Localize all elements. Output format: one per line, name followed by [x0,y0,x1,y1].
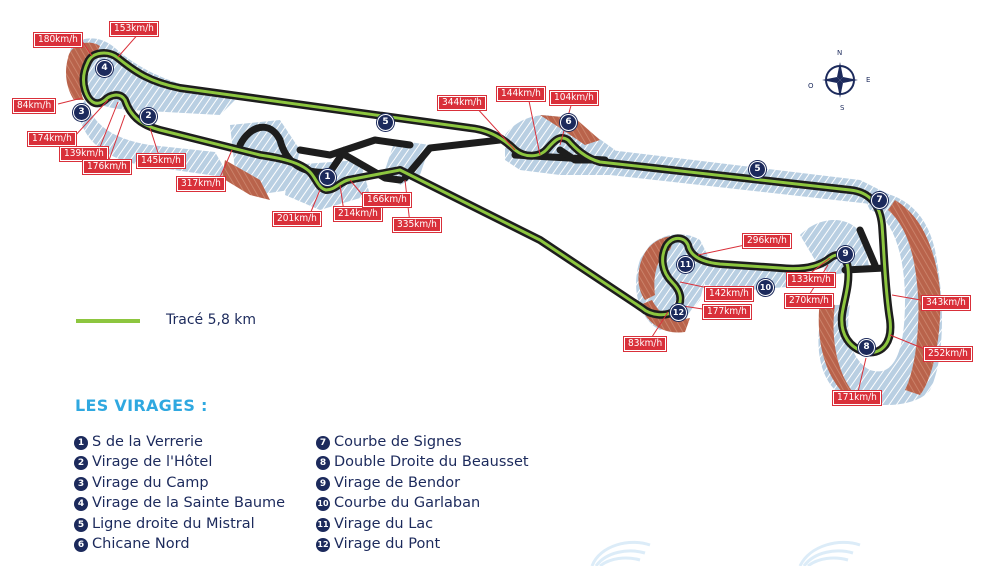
turn-marker-9: 9 [837,246,854,263]
turn-name: Virage du Camp [92,474,209,491]
turn-number-badge: 3 [74,476,88,491]
speed-label: 174km/h [28,132,76,146]
turn-marker-2: 2 [140,108,157,125]
speed-label: 344km/h [438,96,486,110]
turn-number-badge: 8 [316,456,330,471]
legend-label: Tracé 5,8 km [166,312,257,328]
turn-number-badge: 10 [316,497,330,512]
turn-list-item: 12 Virage du Pont [316,534,529,554]
turns-title: LES VIRAGES : [75,396,208,415]
turn-list-right: 7 Courbe de Signes 8 Double Droite du Beau… [316,432,529,554]
speed-label: 335km/h [393,218,441,232]
speed-label: 133km/h [787,273,835,287]
turn-marker-3: 3 [73,104,90,121]
turn-marker-8: 8 [858,339,875,356]
turn-name: Virage du Lac [334,515,434,532]
speed-label: 144km/h [497,87,545,101]
turn-number-badge: 1 [74,436,88,450]
turn-marker-6: 6 [560,114,577,131]
speed-label: 180km/h [34,33,82,47]
turn-marker-12: 12 [670,304,687,321]
speed-label: 84km/h [13,99,56,113]
speed-label: 317km/h [177,177,225,191]
decorative-waves [590,540,861,566]
turn-name: Courbe de Signes [334,434,462,450]
speed-label: 214km/h [334,207,382,221]
turn-name: Virage de Bendor [334,474,461,491]
turn-name: Virage de l'Hôtel [92,454,213,471]
compass-icon [822,62,858,98]
turn-marker-5b: 5 [749,161,766,178]
speed-label: 139km/h [60,147,108,161]
speed-label: 83km/h [624,337,667,351]
legend-line-swatch [76,319,140,323]
turn-number-badge: 11 [316,517,330,532]
turn-marker-7: 7 [871,192,888,209]
speed-label: 104km/h [550,91,598,105]
turn-list-item: 7 Courbe de Signes [316,432,529,452]
turn-marker-10: 10 [757,279,774,296]
compass-west: O [808,82,814,90]
speed-label: 201km/h [273,212,321,226]
turn-list-item: 3 Virage du Camp [74,473,285,493]
turn-number-badge: 12 [316,537,330,552]
turn-name: Virage du Pont [334,535,441,552]
turn-marker-4: 4 [96,60,113,77]
speed-label: 270km/h [785,294,833,308]
turn-number-badge: 9 [316,476,330,491]
speed-label: 176km/h [83,160,131,174]
turn-list-item: 5 Ligne droite du Mistral [74,514,285,534]
turn-name: Virage de la Sainte Baume [92,495,286,512]
turn-list-item: 8 Double Droite du Beausset [316,452,529,472]
turn-number-badge: 6 [74,537,88,552]
turn-list-item: 4 Virage de la Sainte Baume [74,493,285,513]
turn-list-item: 1 S de la Verrerie [74,432,285,452]
runoff-area-t3 [78,100,230,178]
speed-label: 153km/h [110,22,158,36]
speed-label: 343km/h [922,296,970,310]
speed-label: 142km/h [705,287,753,301]
turn-number-badge: 2 [74,456,88,471]
compass-east: E [866,76,871,84]
speed-label: 171km/h [833,391,881,405]
speed-label: 145km/h [137,154,185,168]
turn-number-badge: 5 [74,517,88,532]
turn-list-item: 6 Chicane Nord [74,534,285,554]
compass-south: S [840,104,845,112]
turn-number-badge: 7 [316,436,330,450]
turn-name: Chicane Nord [92,535,190,552]
turn-name: Ligne droite du Mistral [92,515,255,532]
runoff-area-t1-gravel [222,160,270,200]
speed-label: 252km/h [924,347,972,361]
turn-marker-11: 11 [677,256,694,273]
speed-label: 177km/h [703,305,751,319]
runoff-area-t8-gravel [818,300,855,395]
turn-marker-5: 5 [377,114,394,131]
speed-label: 166km/h [363,193,411,207]
turn-name: S de la Verrerie [92,434,203,450]
turn-list-item: 10 Courbe du Garlaban [316,493,529,513]
turn-number-badge: 4 [74,497,88,512]
turn-list-item: 2 Virage de l'Hôtel [74,452,285,472]
track-line [82,51,892,355]
turn-name: Double Droite du Beausset [334,454,529,471]
turn-list-item: 9 Virage de Bendor [316,473,529,493]
turn-name: Courbe du Garlaban [334,495,481,512]
compass-north: N [837,49,843,57]
turn-marker-1: 1 [319,169,336,186]
runoff-area-t7-gravel [888,200,941,395]
turn-list-item: 11 Virage du Lac [316,514,529,534]
speed-label: 296km/h [743,234,791,248]
